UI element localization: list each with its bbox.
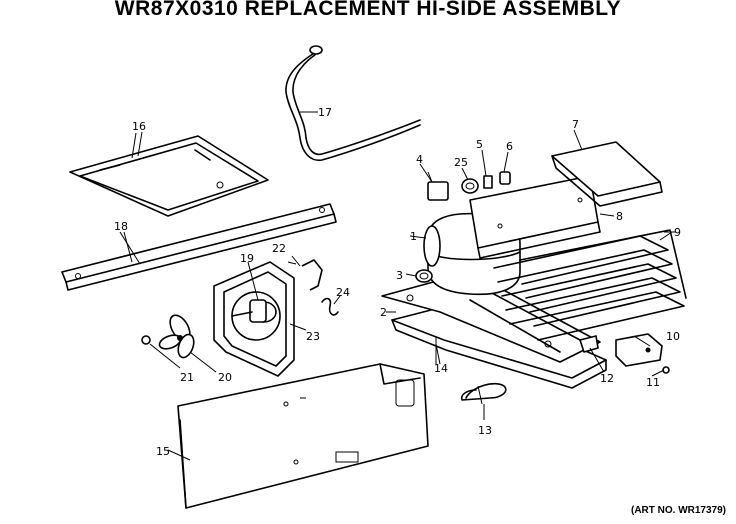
part-16-drain-pan: [69, 132, 269, 217]
part-4-relay: [427, 171, 449, 201]
part-10-bracket: [615, 333, 663, 367]
callout-9: 9: [674, 226, 681, 239]
callout-23: 23: [306, 330, 320, 343]
part-24-clip: [321, 297, 339, 316]
leader-lines: [123, 111, 673, 461]
callout-3: 3: [396, 269, 403, 282]
callout-24: 24: [336, 286, 350, 299]
part-9-condenser-coil: [493, 229, 687, 341]
part-8-control-box: [469, 175, 615, 259]
callout-21: 21: [180, 371, 194, 384]
callout-10: 10: [666, 330, 680, 343]
part-17-tube: [285, 45, 421, 162]
callout-7: 7: [572, 118, 579, 131]
part-12-clip: [579, 335, 599, 353]
part-25-cap: [461, 178, 479, 194]
callout-5: 5: [476, 138, 483, 151]
callout-8: 8: [616, 210, 623, 223]
callout-2: 2: [380, 306, 387, 319]
part-5-clip: [483, 175, 493, 189]
callout-22: 22: [272, 242, 286, 255]
callout-15: 15: [156, 445, 170, 458]
callout-12: 12: [600, 372, 614, 385]
part-22-bracket: [287, 259, 323, 291]
callout-13: 13: [478, 424, 492, 437]
part-3-grommet: [405, 269, 433, 283]
diagram-title: WR87X0310 REPLACEMENT HI-SIDE ASSEMBLY: [114, 0, 622, 20]
part-23-fan-bracket: [213, 261, 295, 377]
part-21-nut: [141, 335, 151, 345]
part-6-clip: [499, 171, 511, 185]
callout-19: 19: [240, 252, 254, 265]
callout-14: 14: [434, 362, 448, 375]
part-13-spring-clip: [460, 382, 507, 405]
part-20-fan-blade: [158, 314, 195, 359]
callout-18: 18: [114, 220, 128, 233]
callout-1: 1: [410, 230, 417, 243]
callout-11: 11: [646, 376, 660, 389]
callout-17: 17: [318, 106, 332, 119]
art-number: (ART NO. WR17379): [630, 505, 726, 516]
part-15-panel: [177, 363, 429, 509]
callout-4: 4: [416, 153, 423, 166]
callout-20: 20: [218, 371, 232, 384]
callout-6: 6: [506, 140, 513, 153]
callout-labels: 1 2 3 4 5 6 7 8 9 10 11 12 13 14 15 16 1…: [114, 106, 681, 458]
callout-25: 25: [454, 156, 468, 169]
part-18-channel: [61, 203, 337, 291]
callout-16: 16: [132, 120, 146, 133]
part-7-bracket: [551, 141, 663, 207]
